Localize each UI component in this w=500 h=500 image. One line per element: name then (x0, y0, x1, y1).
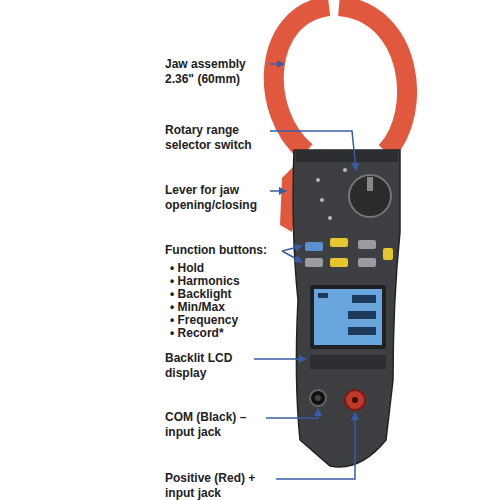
button (305, 258, 323, 267)
callout-label: Positive (Red) + input jack (165, 471, 273, 500)
com-jack (310, 390, 326, 406)
list-item: • Backlight (170, 287, 280, 302)
callout-label: Backlit LCD display (165, 351, 250, 381)
button (383, 248, 393, 260)
button (305, 242, 323, 251)
list-item: • Min/Max (170, 300, 280, 315)
button (330, 258, 348, 267)
button (330, 238, 348, 247)
list-item: • Record* (170, 326, 280, 341)
list-item: • Hold (170, 261, 280, 276)
callout-label: Function buttons: (165, 243, 279, 258)
button (358, 258, 376, 267)
list-item: • Frequency (170, 313, 280, 328)
meter-body (293, 150, 400, 467)
callout-label: COM (Black) – input jack (165, 410, 263, 440)
jaw-right (339, 6, 407, 152)
lcd-display (314, 289, 382, 345)
button (358, 240, 376, 249)
body-collar (296, 150, 398, 162)
positive-jack (345, 390, 365, 410)
leader-lines (254, 64, 356, 479)
dial-pointer (367, 177, 373, 191)
jaw-left (274, 6, 329, 152)
display-bezel (310, 285, 386, 349)
model-plate (310, 355, 386, 369)
rotary-dial (349, 175, 391, 217)
callout-label: Rotary range selector switch (165, 123, 265, 153)
callout-label: Jaw assembly 2.36" (60mm) (165, 57, 265, 87)
callout-label: Lever for jaw opening/closing (165, 183, 265, 213)
list-item: • Harmonics (170, 274, 280, 289)
